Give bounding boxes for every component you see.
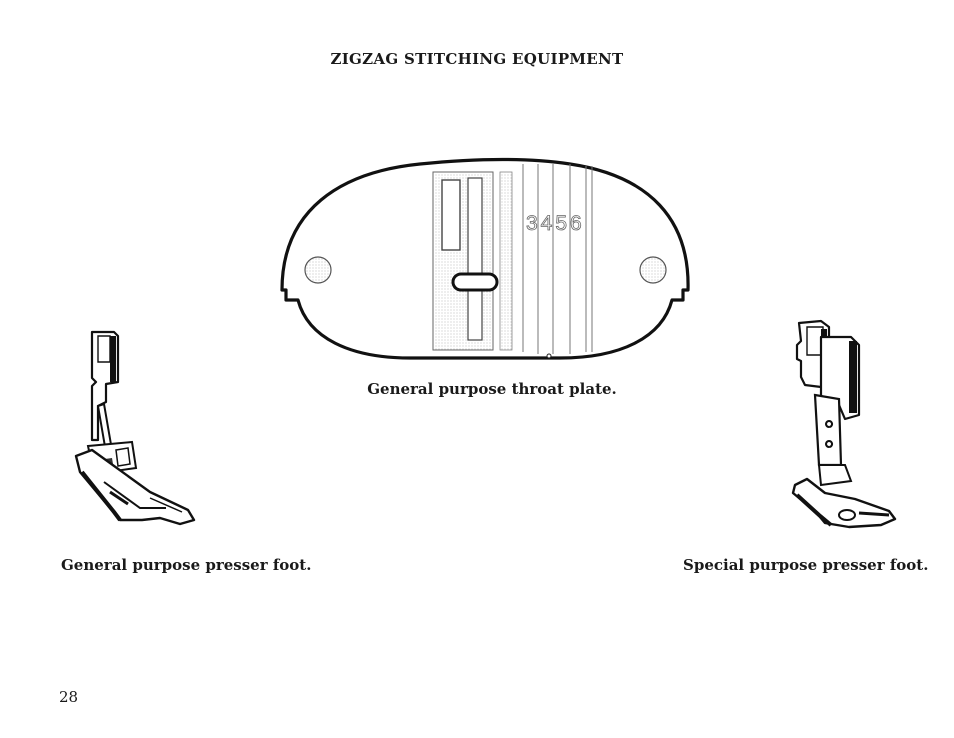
throat-plate-caption: General purpose throat plate. bbox=[367, 380, 617, 398]
page-title: ZIGZAG STITCHING EQUIPMENT bbox=[330, 50, 624, 68]
special-presser-foot-caption: Special purpose presser foot. bbox=[683, 556, 929, 574]
general-presser-foot-caption: General purpose presser foot. bbox=[61, 556, 312, 574]
general-presser-foot-illustration bbox=[74, 330, 196, 526]
special-presser-foot-illustration bbox=[791, 319, 897, 529]
throat-plate-markings: 3456 bbox=[526, 212, 585, 235]
throat-plate-illustration: 3456 bbox=[280, 157, 690, 360]
page-number: 28 bbox=[59, 688, 79, 706]
